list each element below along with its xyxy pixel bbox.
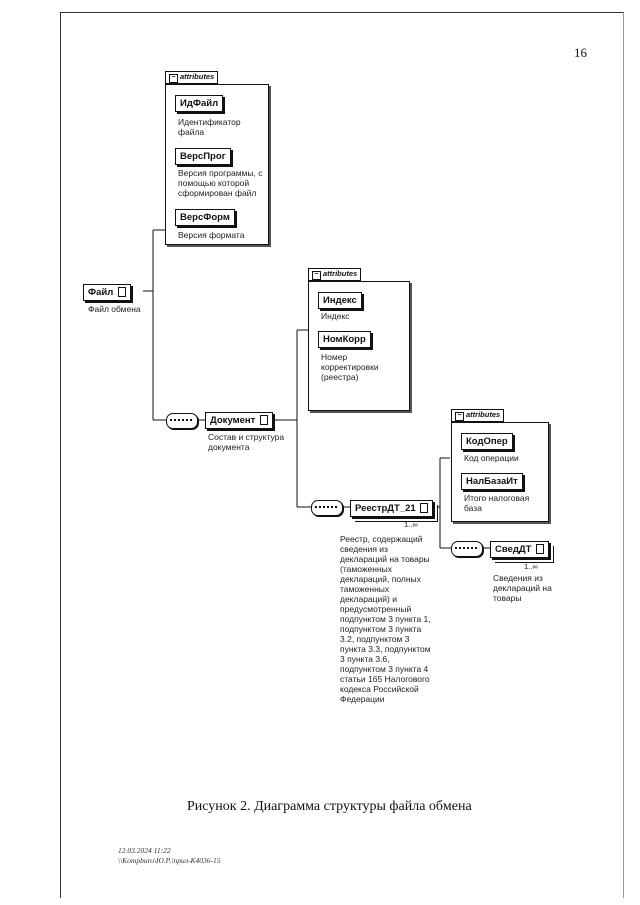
sequence-compositor-3[interactable] bbox=[451, 541, 483, 557]
footer-path: \\Kompburo\Ю.Р.\прил-К4036-15 bbox=[118, 856, 221, 865]
sequence-compositor-1[interactable] bbox=[166, 413, 198, 429]
registry-element-box[interactable]: РеестрДТ_21 bbox=[350, 500, 434, 517]
attr-idfile-desc: Идентификатор файла bbox=[178, 117, 241, 137]
document-element-box[interactable]: Документ bbox=[205, 412, 273, 429]
attributes-label: attributes bbox=[180, 72, 215, 81]
attr-nalbazait-box[interactable]: НалБазаИт bbox=[461, 473, 523, 490]
attributes-label: attributes bbox=[323, 269, 358, 278]
figure-caption: Рисунок 2. Диаграмма структуры файла обм… bbox=[187, 799, 472, 814]
attr-versform-box[interactable]: ВерсФорм bbox=[175, 209, 235, 226]
sveddt-element-desc: Сведения из деклараций на товары bbox=[493, 573, 552, 603]
registry-element-desc: Реестр, содержащий сведения из деклараци… bbox=[340, 534, 431, 704]
attr-idfile-box[interactable]: ИдФайл bbox=[175, 95, 224, 112]
expand-icon[interactable] bbox=[420, 503, 429, 514]
expand-icon[interactable] bbox=[117, 287, 126, 298]
collapse-icon[interactable]: − bbox=[169, 74, 178, 83]
attr-index-box[interactable]: Индекс bbox=[318, 292, 362, 309]
collapse-icon[interactable]: − bbox=[455, 412, 464, 421]
attr-nomkorr-box[interactable]: НомКорр bbox=[318, 331, 371, 348]
attr-versform-desc: Версия формата bbox=[178, 230, 245, 240]
attributes-label: attributes bbox=[466, 410, 501, 419]
attr-versprog-box[interactable]: ВерсПрог bbox=[175, 148, 231, 165]
root-element-desc: Файл обмена bbox=[88, 304, 141, 314]
attr-kodoper-desc: Код операции bbox=[464, 453, 519, 463]
attr-index-desc: Индекс bbox=[321, 311, 350, 321]
attr-versprog-desc: Версия программы, с помощью которой сфор… bbox=[178, 168, 263, 198]
registry-element-label: РеестрДТ_21 bbox=[355, 503, 416, 514]
root-element-box[interactable]: Файл bbox=[83, 284, 131, 301]
expand-icon[interactable] bbox=[536, 544, 545, 555]
attr-nalbazait-desc: Итого налоговая база bbox=[464, 493, 530, 513]
sveddt-element-label: СведДТ bbox=[495, 544, 532, 555]
footer-timestamp: 12.03.2024 11:22 bbox=[118, 846, 171, 855]
page-border bbox=[60, 12, 624, 898]
attr-nomkorr-desc: Номер корректировки (реестра) bbox=[321, 352, 379, 382]
root-attributes-tab[interactable]: −attributes bbox=[165, 71, 219, 84]
document-element-label: Документ bbox=[210, 415, 256, 426]
root-element-label: Файл bbox=[88, 287, 114, 298]
registry-cardinality: 1..∞ bbox=[404, 520, 418, 529]
sveddt-element-box[interactable]: СведДТ bbox=[490, 541, 550, 558]
registry-attributes-tab[interactable]: −attributes bbox=[451, 409, 505, 422]
document-attributes-tab[interactable]: −attributes bbox=[308, 268, 362, 281]
page-number: 16 bbox=[574, 45, 587, 60]
sequence-compositor-2[interactable] bbox=[311, 500, 343, 516]
collapse-icon[interactable]: − bbox=[312, 271, 321, 280]
document-element-desc: Состав и структура документа bbox=[208, 432, 285, 452]
sveddt-cardinality: 1..∞ bbox=[524, 562, 538, 571]
attr-kodoper-box[interactable]: КодОпер bbox=[461, 433, 513, 450]
expand-icon[interactable] bbox=[259, 415, 268, 426]
